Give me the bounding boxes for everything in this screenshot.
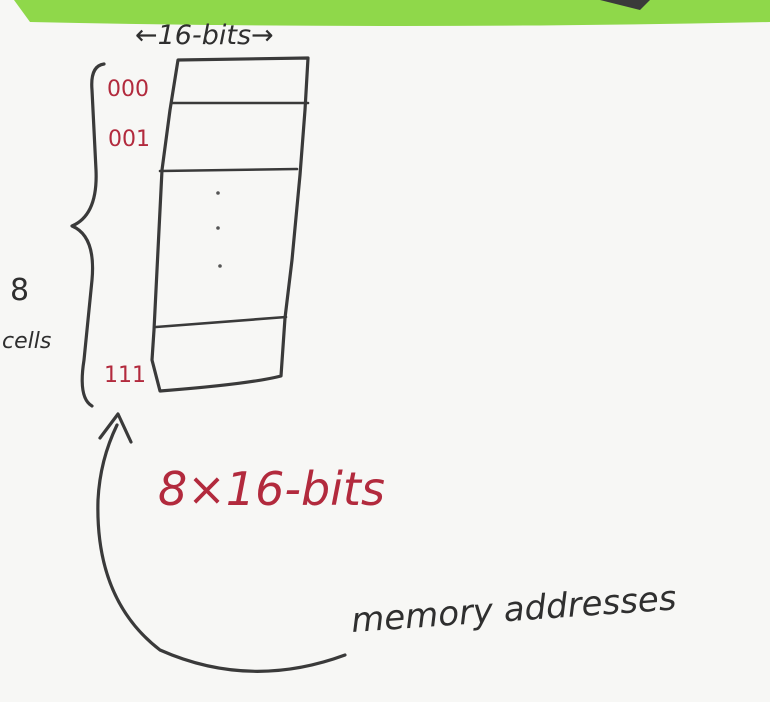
pointer-arrowhead <box>98 412 133 444</box>
row-divider-3 <box>154 315 288 329</box>
left-brace <box>70 62 106 408</box>
cell-count-number: 8 <box>10 273 29 308</box>
memory-block-outline <box>150 56 310 393</box>
cell-count-unit: cells <box>2 329 51 354</box>
address-label-111: 111 <box>104 363 146 388</box>
capacity-label: 8×16-bits <box>158 462 385 516</box>
banner-dark-mark <box>600 0 650 10</box>
ellipsis-dot-1 <box>216 191 220 195</box>
width-label: ←16-bits→ <box>135 20 274 51</box>
address-label-001: 001 <box>108 127 150 152</box>
ellipsis-dot-3 <box>218 264 222 268</box>
address-label-000: 000 <box>107 77 149 102</box>
top-banner <box>14 0 770 26</box>
pointer-label: memory addresses <box>350 578 678 641</box>
pointer-arrow <box>96 423 347 673</box>
ellipsis-dot-2 <box>216 226 220 230</box>
row-divider-2 <box>158 167 299 173</box>
